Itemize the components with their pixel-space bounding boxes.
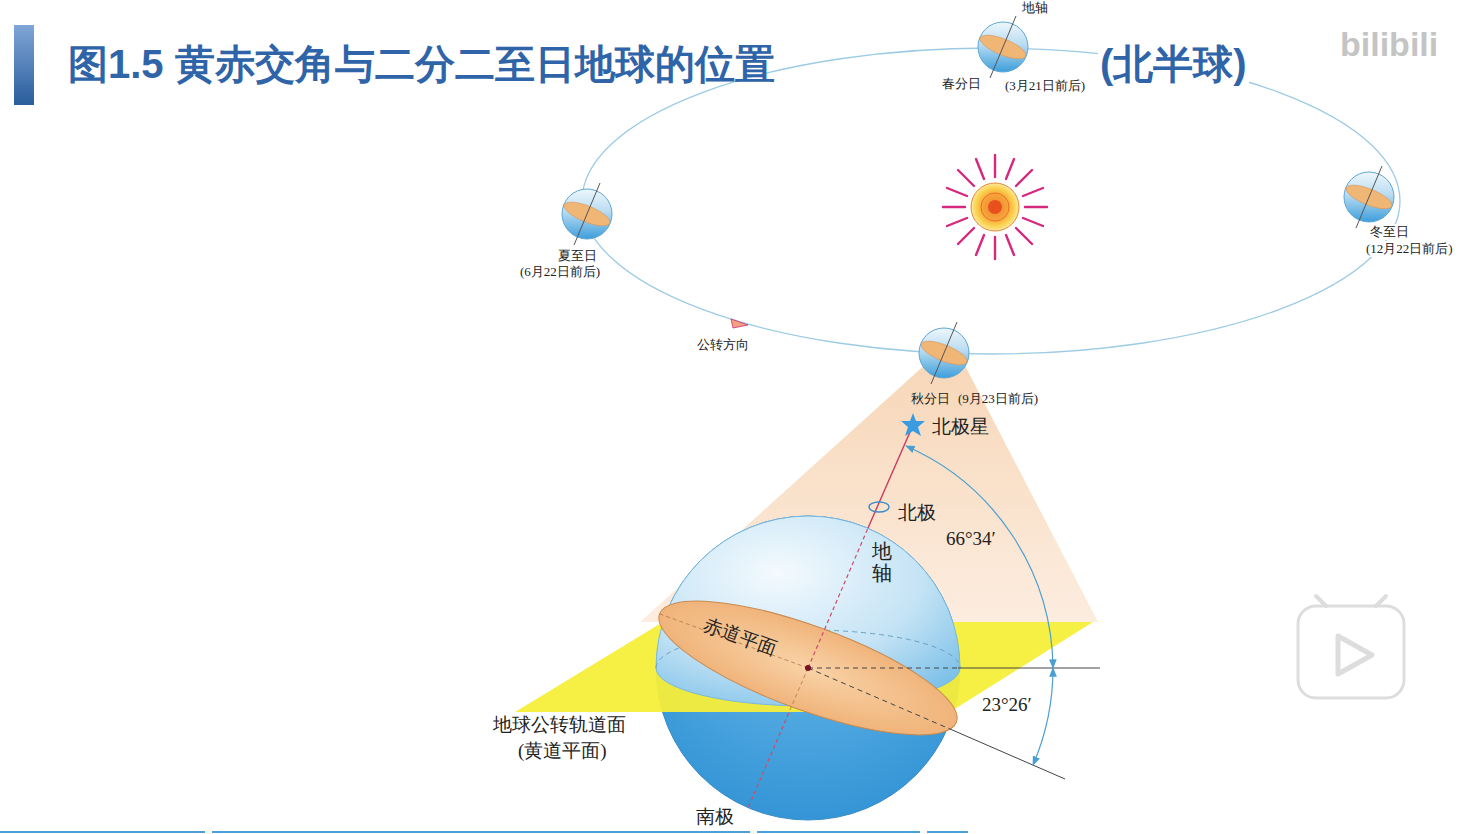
axis-label: 地轴 (872, 540, 892, 584)
axis-label: 地轴 (1020, 0, 1050, 16)
earth-summer (561, 183, 612, 245)
disc-line (660, 614, 808, 668)
disc-line (790, 668, 808, 710)
pole-label: 北极 (898, 502, 936, 525)
angle-arc (1033, 668, 1053, 765)
equator-line (950, 729, 1065, 779)
horizontal-line (808, 668, 958, 669)
figure-title: 图1.5 黄赤交角与二分二至日地球的位置 (68, 40, 775, 88)
date-label: (12月22日前后) (1364, 241, 1455, 257)
watermark: bilibili (1340, 24, 1438, 65)
earth-spring (977, 16, 1028, 78)
title-bar (14, 25, 34, 105)
play-icon (1298, 596, 1404, 698)
horizontal-line (958, 668, 1100, 669)
earth-winter (1343, 166, 1394, 228)
angle-label: 23°26′ (980, 694, 1034, 717)
orbit (582, 48, 1400, 354)
equator-disc (645, 574, 971, 761)
center-dot (805, 665, 811, 671)
plane-label: (黄道平面) (518, 740, 607, 763)
rotation-symbol (869, 502, 889, 512)
globe-lower (656, 516, 960, 820)
direction-label: 公转方向 (695, 337, 751, 353)
direction-arrow (731, 319, 748, 328)
angle-arc (906, 446, 1053, 668)
date-label: 春分日 (940, 76, 983, 92)
date-label: (9月23日前后) (958, 391, 1038, 407)
axis-north (808, 528, 868, 668)
date-label: (3月21日前后) (1003, 78, 1087, 94)
title-suffix: (北半球) (1098, 40, 1249, 88)
equator-line (808, 668, 950, 729)
earth-autumn (918, 322, 969, 384)
date-label: (6月22日前后) (518, 264, 602, 280)
season-label: 冬至日 (1368, 224, 1411, 240)
pole-label: 南极 (694, 806, 736, 829)
sun (943, 155, 1047, 259)
angle-label: 66°34′ (946, 528, 996, 551)
season-label: 秋分日 (911, 391, 950, 407)
polaris-star (901, 413, 925, 436)
star-label: 北极星 (932, 416, 989, 439)
plane-label: 地球公转轨道面 (493, 714, 626, 737)
bottom-strip (0, 831, 968, 833)
season-label: 夏至日 (556, 248, 599, 264)
